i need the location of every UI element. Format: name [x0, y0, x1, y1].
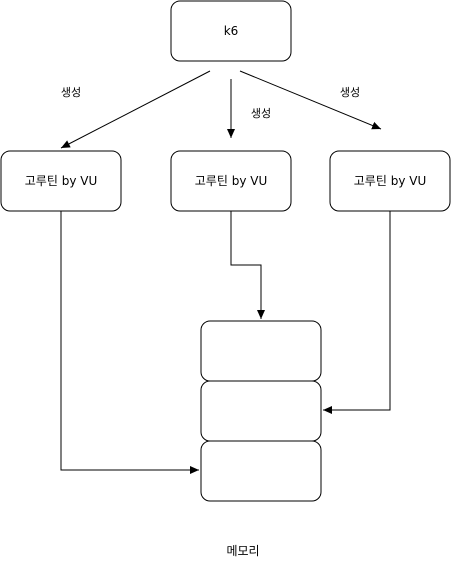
- goroutine-label-right: 고루틴 by VU: [354, 174, 426, 188]
- goroutine-node-right: 고루틴 by VU: [329, 150, 451, 212]
- k6-node-label: k6: [224, 24, 239, 38]
- goroutine-label-center: 고루틴 by VU: [195, 174, 267, 188]
- memory-cell-bottom: [200, 440, 322, 502]
- spawn-arrow-left: [60, 70, 211, 149]
- memory-label: 메모리: [226, 544, 259, 558]
- spawn-arrow-right: [239, 70, 382, 130]
- memory-cell-top: [200, 320, 322, 382]
- edge-label-center: 생성: [251, 107, 271, 120]
- goroutine-node-left: 고루틴 by VU: [0, 150, 122, 212]
- k6-node: k6: [170, 0, 292, 62]
- edge-label-left: 생성: [61, 86, 81, 99]
- edge-label-right: 생성: [340, 86, 360, 99]
- goroutine-node-center: 고루틴 by VU: [170, 150, 292, 212]
- access-arrow-center: [230, 211, 265, 319]
- goroutine-label-left: 고루틴 by VU: [25, 174, 97, 188]
- memory-stack: [200, 320, 322, 502]
- access-arrow-right: [323, 211, 391, 414]
- access-arrow-left: [60, 211, 199, 474]
- memory-cell-middle: [200, 380, 322, 442]
